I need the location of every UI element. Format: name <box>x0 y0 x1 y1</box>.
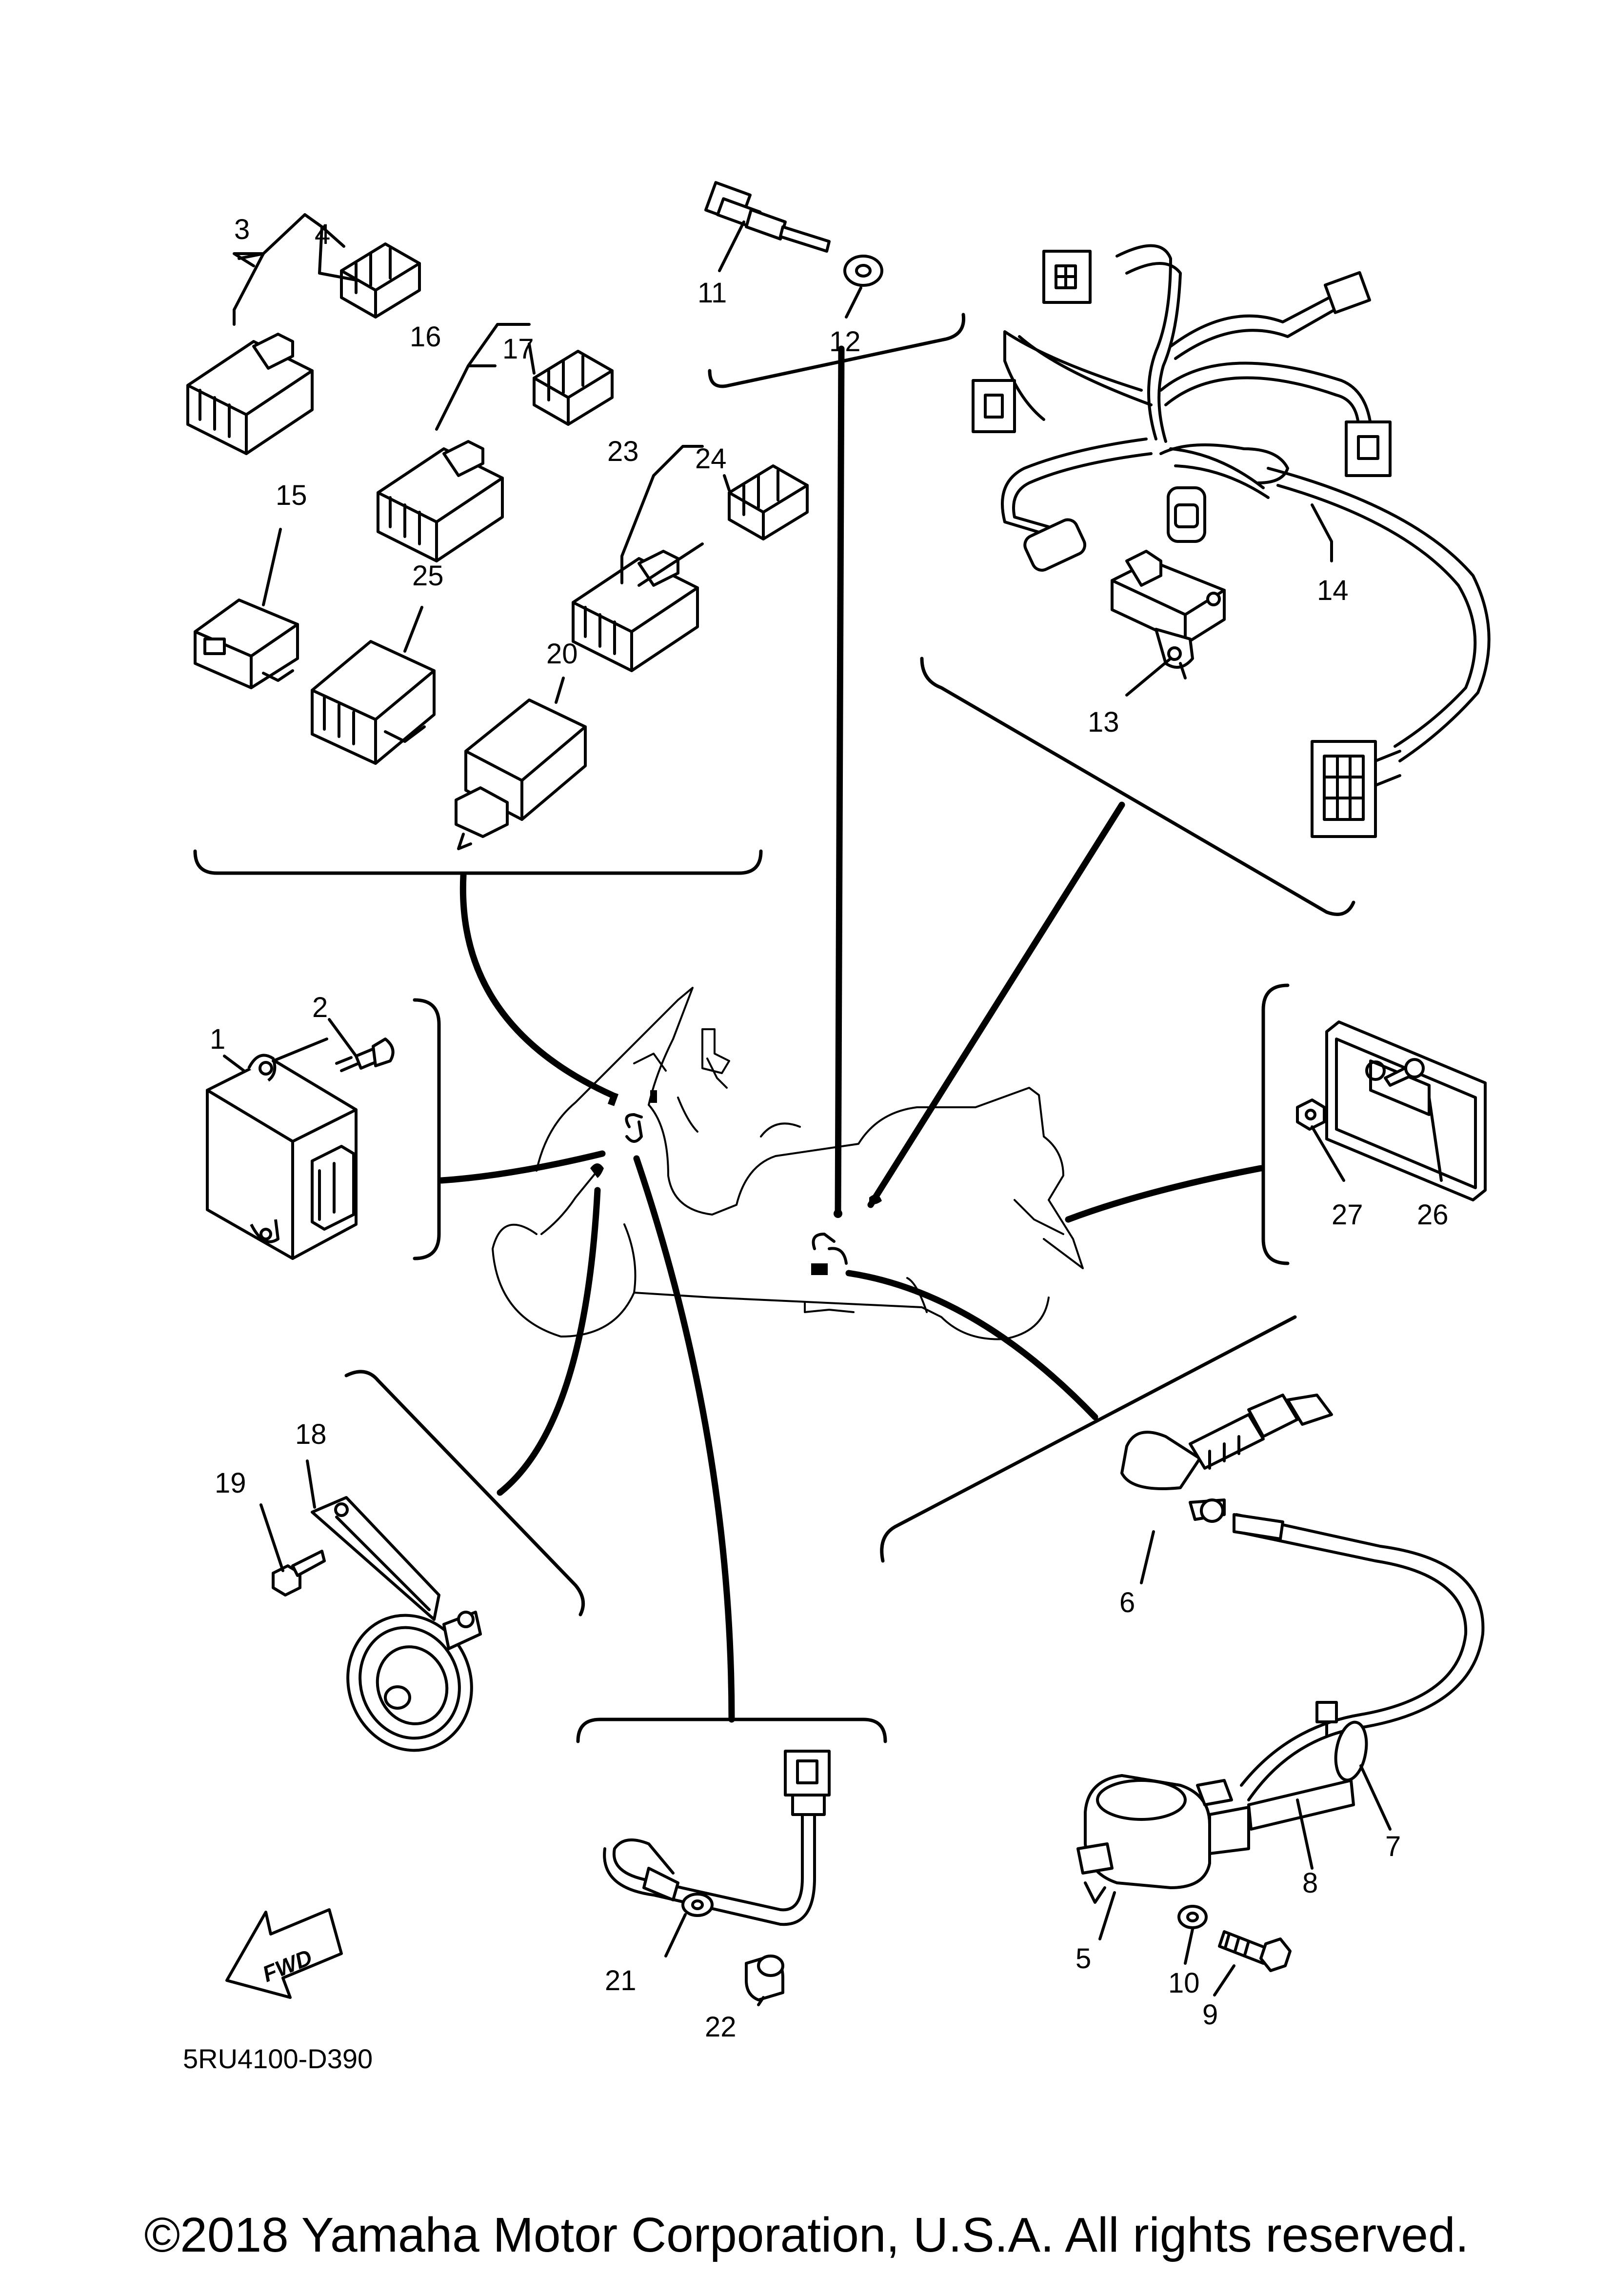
coupler-3 <box>186 333 314 455</box>
diagram-part-code: 5RU4100-D390 <box>183 2043 373 2074</box>
motorcycle-silhouette <box>492 987 1084 1340</box>
coupler-17 <box>533 350 614 426</box>
callout-numbers: 1 2 3 4 5 6 7 8 9 10 11 12 13 14 15 16 1… <box>210 214 1449 2043</box>
callout-10: 10 <box>1168 1967 1200 1999</box>
coupler-24 <box>728 464 809 540</box>
callout-7: 7 <box>1385 1831 1401 1862</box>
sleeve-22 <box>745 1955 784 2001</box>
nut-27 <box>1296 1098 1326 1131</box>
callout-25: 25 <box>412 560 444 592</box>
group-brackets <box>193 313 1355 1743</box>
coupler-16 <box>377 440 504 562</box>
callout-2: 2 <box>312 992 328 1023</box>
callout-8: 8 <box>1302 1867 1318 1899</box>
location-markers <box>590 1090 882 1275</box>
callout-13: 13 <box>1088 706 1119 738</box>
callout-14: 14 <box>1317 575 1349 606</box>
callout-18: 18 <box>295 1418 327 1450</box>
coupler-23 <box>572 550 699 672</box>
callout-17: 17 <box>502 333 534 365</box>
clamp-7 <box>1315 1701 1368 1782</box>
coupler-25 <box>311 640 436 765</box>
callout-12: 12 <box>829 326 861 358</box>
callout-9: 9 <box>1202 1999 1218 2031</box>
relay-20 <box>455 699 587 850</box>
washer-12 <box>843 255 883 287</box>
ignition-coil-5 <box>1076 1774 1355 1904</box>
coil-cable-8 <box>1233 1513 1485 1801</box>
callout-24: 24 <box>695 443 727 475</box>
callout-3: 3 <box>234 214 250 245</box>
sensor-13 <box>1111 550 1226 679</box>
bolt-2 <box>335 1038 395 1072</box>
callout-4: 4 <box>315 219 330 250</box>
ecu-1 <box>206 1038 358 1260</box>
coupler-4 <box>340 242 421 319</box>
callout-20: 20 <box>546 638 578 670</box>
copyright-notice: ©2018 Yamaha Motor Corporation, U.S.A. A… <box>144 2208 1469 2262</box>
lead-wire-21 <box>603 1750 831 1926</box>
callout-15: 15 <box>276 479 307 511</box>
callout-6: 6 <box>1119 1587 1135 1618</box>
callout-16: 16 <box>410 321 441 353</box>
callout-21: 21 <box>605 1965 637 1997</box>
callout-leaders <box>223 213 1443 2006</box>
leader-lines <box>438 345 1264 1723</box>
callout-23: 23 <box>607 436 639 467</box>
callout-22: 22 <box>705 2011 737 2043</box>
callout-11: 11 <box>697 277 727 309</box>
horn-18 <box>311 1496 482 1752</box>
callout-26: 26 <box>1417 1199 1449 1231</box>
sensor-11 <box>704 181 831 253</box>
fwd-arrow-icon: FWD <box>225 1908 343 1999</box>
bolt-19 <box>272 1550 326 1597</box>
callout-19: 19 <box>215 1467 246 1499</box>
bolt-9 <box>1218 1930 1292 1972</box>
callout-5: 5 <box>1075 1943 1091 1975</box>
washer-10 <box>1177 1905 1208 1929</box>
sub-wire-harness-14 <box>972 244 1491 838</box>
cover-26 <box>1325 1020 1487 1201</box>
callout-1: 1 <box>210 1023 225 1055</box>
plug-cap-6 <box>1120 1394 1333 1523</box>
callout-27: 27 <box>1332 1199 1363 1231</box>
coupler-15 <box>194 599 299 689</box>
